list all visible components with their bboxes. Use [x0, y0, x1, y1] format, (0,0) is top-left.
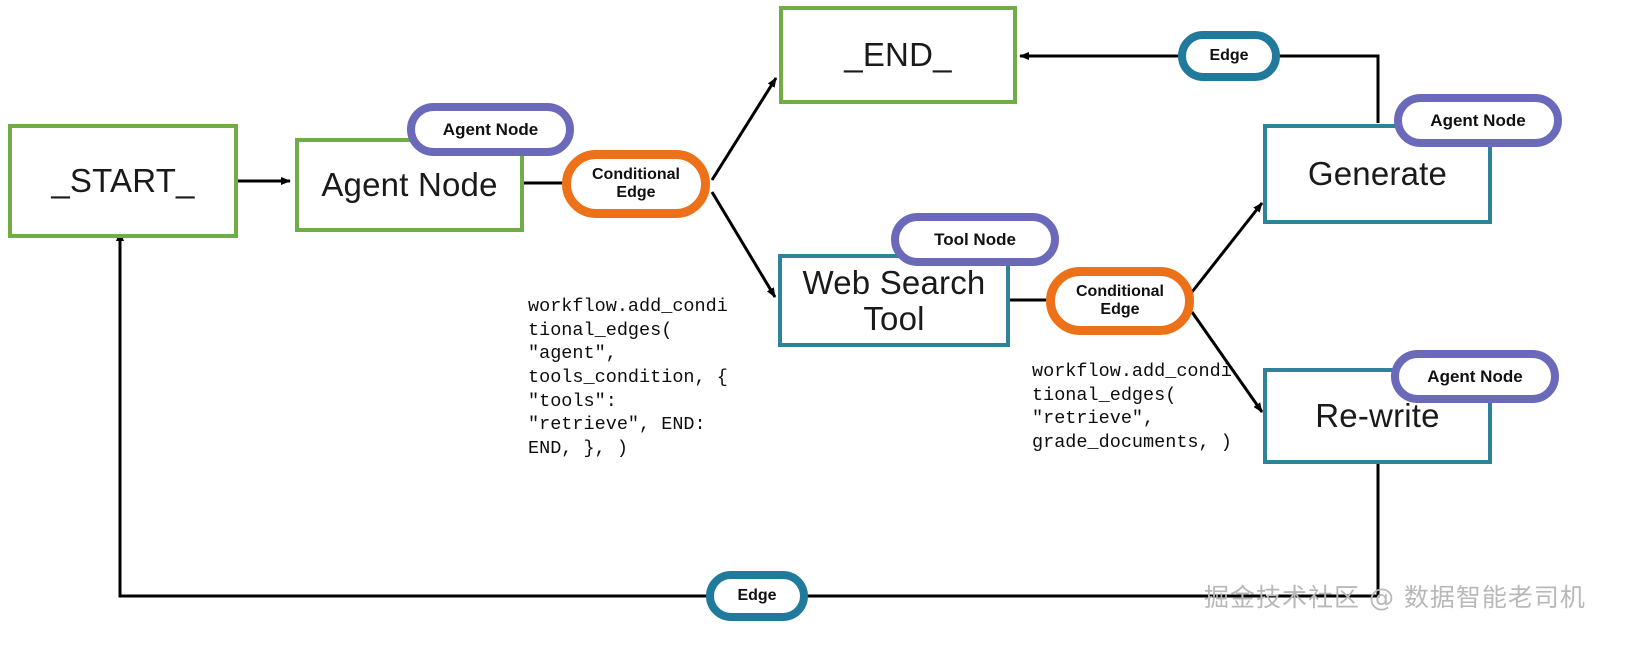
- code-retrieve-conditional: workflow.add_condi tional_edges( "retrie…: [1032, 361, 1232, 454]
- tag-conditional-edge-1[interactable]: Conditional Edge: [562, 150, 710, 218]
- tag-conditional-edge-2[interactable]: Conditional Edge: [1046, 267, 1194, 335]
- node-web-search-tool-label: Web Search Tool: [802, 263, 986, 337]
- tag-agent-node-1-label: Agent Node: [442, 119, 539, 139]
- tag-edge-bottom[interactable]: Edge: [706, 571, 808, 621]
- tag-conditional-edge-2-label: Conditional Edge: [1076, 283, 1164, 318]
- tag-edge-bottom-label: Edge: [737, 587, 777, 605]
- tag-edge-top[interactable]: Edge: [1178, 31, 1280, 81]
- edge-rewrite-to-start: [807, 462, 1380, 598]
- node-agent-label: Agent Node: [321, 166, 498, 204]
- node-rewrite-label: Re-write: [1315, 397, 1440, 435]
- edge-conditional-to-websearch: [710, 191, 777, 298]
- edge-generate-to-end: [1278, 54, 1380, 123]
- node-start[interactable]: _START_: [8, 124, 238, 238]
- node-end-label: _END_: [844, 36, 952, 74]
- tag-conditional-edge-1-label: Conditional Edge: [592, 166, 680, 201]
- node-web-search-tool[interactable]: Web Search Tool: [778, 254, 1010, 347]
- code-agent-conditional: workflow.add_condi tional_edges( "agent"…: [528, 296, 728, 460]
- tag-agent-node-2[interactable]: Agent Node: [1394, 94, 1562, 147]
- tag-agent-node-2-label: Agent Node: [1430, 110, 1526, 130]
- tag-agent-node-3-label: Agent Node: [1427, 366, 1523, 386]
- edge-conditional2-to-generate: [1190, 202, 1264, 293]
- tag-tool-node[interactable]: Tool Node: [891, 213, 1059, 266]
- node-start-label: _START_: [51, 162, 195, 200]
- node-end[interactable]: _END_: [779, 6, 1017, 104]
- tag-agent-node-1[interactable]: Agent Node: [407, 103, 574, 156]
- tag-edge-top-label: Edge: [1209, 47, 1249, 65]
- tag-agent-node-3[interactable]: Agent Node: [1391, 350, 1559, 403]
- node-generate-label: Generate: [1307, 155, 1448, 193]
- edge-conditional-to-end: [710, 77, 778, 181]
- tag-tool-node-label: Tool Node: [934, 229, 1016, 249]
- watermark: 掘金技术社区 @ 数据智能老司机: [1204, 583, 1586, 612]
